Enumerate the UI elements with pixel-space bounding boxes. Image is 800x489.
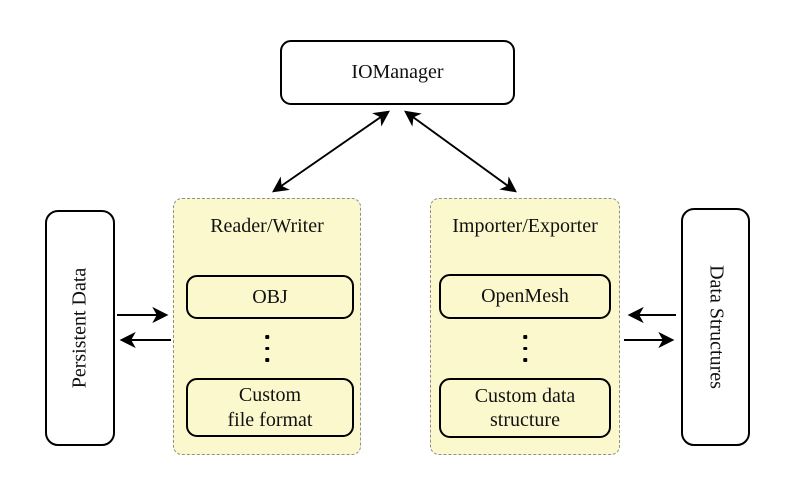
node-persistent-data: Persistent Data [45, 210, 115, 446]
vertical-ellipsis-icon [265, 335, 269, 362]
node-openmesh-label: OpenMesh [481, 285, 569, 308]
node-iomanager-label: IOManager [351, 61, 444, 83]
node-data-structures: Data Structures [681, 208, 750, 446]
node-custom-data-structure-line1: Custom data [474, 384, 576, 407]
node-custom-file-format-line2: file format [227, 408, 313, 431]
arrow-iomanager-importerexporter [404, 110, 517, 193]
node-obj: OBJ [186, 275, 354, 319]
node-iomanager: IOManager [280, 40, 515, 105]
node-custom-file-format: Custom file format [186, 378, 354, 437]
node-custom-data-structure: Custom data structure [439, 378, 611, 438]
vertical-ellipsis-icon [523, 335, 527, 362]
panel-importer-exporter: Importer/Exporter OpenMesh Custom data s… [430, 198, 620, 455]
node-custom-file-format-line1: Custom [238, 384, 302, 407]
panel-reader-writer: Reader/Writer OBJ Custom file format [173, 198, 361, 455]
arrow-iomanager-readerwriter [272, 110, 390, 193]
panel-importer-exporter-title: Importer/Exporter [452, 215, 598, 237]
node-data-structures-label: Data Structures [705, 265, 727, 389]
panel-reader-writer-title: Reader/Writer [210, 215, 324, 237]
node-obj-label: OBJ [252, 285, 288, 308]
node-openmesh: OpenMesh [439, 274, 611, 319]
node-persistent-data-label: Persistent Data [68, 267, 91, 389]
node-custom-data-structure-line2: structure [490, 409, 560, 431]
